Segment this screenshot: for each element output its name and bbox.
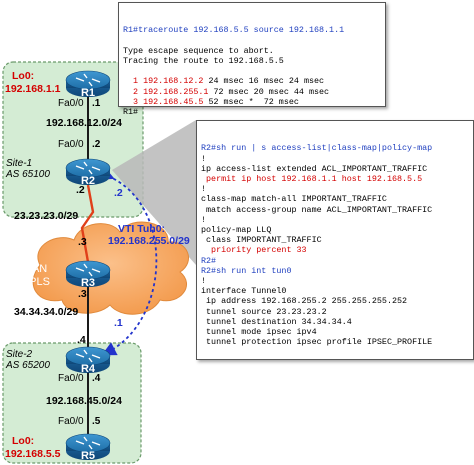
config-line: tunnel mode ipsec ipv4	[201, 327, 317, 338]
router-r1-label: R1	[81, 87, 95, 99]
config-line: R2#sh run int tun0	[201, 265, 292, 276]
traceroute-hop-times: 72 msec 20 msec 44 msec	[208, 86, 330, 97]
config-lines: R2#sh run | s access-list|class-map|poli…	[201, 143, 469, 347]
traceroute-hop-ip: 192.168.45.5	[143, 96, 204, 107]
config-line: priority percent 33	[201, 245, 307, 256]
subnet-s1-lan: 192.168.12.0/24	[46, 117, 122, 129]
traceroute-line	[123, 66, 381, 76]
r5-fa00-label: Fa0/0	[58, 416, 84, 427]
r5-loopback-label: Lo0:	[12, 435, 34, 447]
callout-wedge	[112, 120, 196, 265]
config-line: tunnel source 23.23.23.2	[201, 306, 327, 317]
tunnel-subnet: 192.168.255.0/29	[108, 235, 190, 247]
r2-tunnel-host: .2	[114, 187, 123, 199]
traceroute-hop-times: 52 msec * 72 msec	[203, 96, 299, 107]
site-2-name: Site-2	[6, 349, 33, 360]
traceroute-hop-times: 24 msec 16 msec 24 msec	[203, 76, 325, 87]
r4-tunnel-host: .1	[114, 317, 123, 329]
config-line: R2#sh run | s access-list|class-map|poli…	[201, 143, 433, 154]
router-arrows-icon	[75, 349, 101, 363]
config-line: class IMPORTANT_TRAFFIC	[201, 235, 322, 246]
config-line: ip access-list extended ACL_IMPORTANT_TR…	[201, 163, 428, 174]
traceroute-output-box: R1#traceroute 192.168.5.5 source 192.168…	[118, 2, 386, 117]
subnet-r2-r3: 23.23.23.0/29	[14, 210, 78, 222]
config-line: tunnel destination 34.34.34.4	[201, 316, 352, 327]
config-line: class-map match-all IMPORTANT_TRAFFIC	[201, 194, 387, 205]
router-r4[interactable]	[65, 346, 111, 373]
r2-fa00-label: Fa0/0	[58, 139, 84, 150]
traceroute-line: 3 192.168.45.5 52 msec * 72 msec	[123, 97, 381, 107]
traceroute-line: Type escape sequence to abort.	[123, 45, 274, 56]
traceroute-line: R1#traceroute 192.168.5.5 source 192.168…	[123, 25, 345, 36]
router-arrows-icon	[75, 436, 101, 450]
router-arrows-icon	[75, 263, 101, 277]
traceroute-hop-number: 3	[123, 96, 144, 107]
config-line: interface Tunnel0	[201, 286, 287, 297]
r2-config-output-box: R2#sh run | s access-list|class-map|poli…	[196, 120, 474, 360]
config-line: ip address 192.168.255.2 255.255.255.252	[201, 296, 408, 307]
subnet-r3-r4: 34.34.34.0/29	[14, 306, 78, 318]
router-arrows-icon	[75, 73, 101, 87]
router-r3-label: R3	[81, 277, 95, 289]
traceroute-line: R1#	[123, 107, 139, 118]
r1-loopback-ip: 192.168.1.1	[5, 83, 61, 95]
r3-down-host: .3	[78, 288, 87, 300]
wan-label: WAN	[22, 263, 47, 275]
traceroute-hop-number: 2	[123, 86, 144, 97]
traceroute-line: 2 192.168.255.1 72 msec 20 msec 44 msec	[123, 87, 381, 97]
config-line: permit ip host 192.168.1.1 host 192.168.…	[201, 174, 423, 185]
router-r5-label: R5	[81, 450, 95, 462]
router-r2[interactable]	[65, 158, 111, 185]
config-line: !	[201, 276, 207, 287]
site-2-region	[2, 342, 142, 464]
traceroute-hop-ip: 192.168.12.2	[143, 76, 204, 87]
traceroute-line: Tracing the route to 192.168.5.5	[123, 56, 284, 67]
mpls-label: MPLS	[20, 276, 50, 288]
config-line: R2#	[201, 255, 217, 266]
config-line: match access-group name ACL_IMPORTANT_TR…	[201, 204, 433, 215]
r4-fa00-label: Fa0/0	[58, 373, 84, 384]
site-1-name: Site-1	[6, 158, 32, 169]
r2-wan-host: .2	[76, 184, 85, 196]
r3-up-host: .3	[78, 236, 87, 248]
config-line: policy-map LLQ	[201, 225, 272, 236]
router-r2-label: R2	[81, 175, 95, 187]
traceroute-hop-ip: 192.168.255.1	[143, 86, 209, 97]
r5-loopback-ip: 192.168.5.5	[5, 448, 61, 460]
vti-tunnel-path	[98, 166, 158, 356]
router-r1[interactable]	[65, 70, 111, 97]
router-r4-label: R4	[81, 363, 96, 375]
subnet-s2-lan: 192.168.45.0/24	[46, 395, 122, 407]
traceroute-hop-number: 1	[123, 76, 144, 87]
traceroute-lines: R1#traceroute 192.168.5.5 source 192.168…	[123, 25, 381, 117]
site-1-as: AS 65100	[5, 169, 50, 180]
traceroute-line: 1 192.168.12.2 24 msec 16 msec 24 msec	[123, 76, 381, 86]
config-line: tunnel protection ipsec profile IPSEC_PR…	[201, 337, 433, 348]
config-line: !	[201, 184, 207, 195]
r5-fa00-host: .5	[92, 416, 101, 427]
r4-up-host: .4	[77, 334, 86, 346]
config-line: !	[201, 153, 207, 164]
tunnel-label: VTI Tun0:	[118, 223, 165, 235]
r1-loopback-label: Lo0:	[12, 70, 34, 82]
r4-fa00-host: .4	[92, 373, 101, 384]
r2-fa00-host: .2	[92, 139, 101, 150]
site-2-as: AS 65200	[5, 360, 50, 371]
r1-fa00-host: .1	[92, 98, 101, 109]
router-arrows-icon	[75, 161, 101, 175]
r1-fa00-label: Fa0/0	[58, 98, 84, 109]
link-r2-r3-wan	[80, 184, 95, 263]
router-r3[interactable]	[65, 260, 111, 287]
config-line: !	[201, 214, 207, 225]
traceroute-line	[123, 36, 381, 46]
router-r5[interactable]	[65, 433, 111, 460]
